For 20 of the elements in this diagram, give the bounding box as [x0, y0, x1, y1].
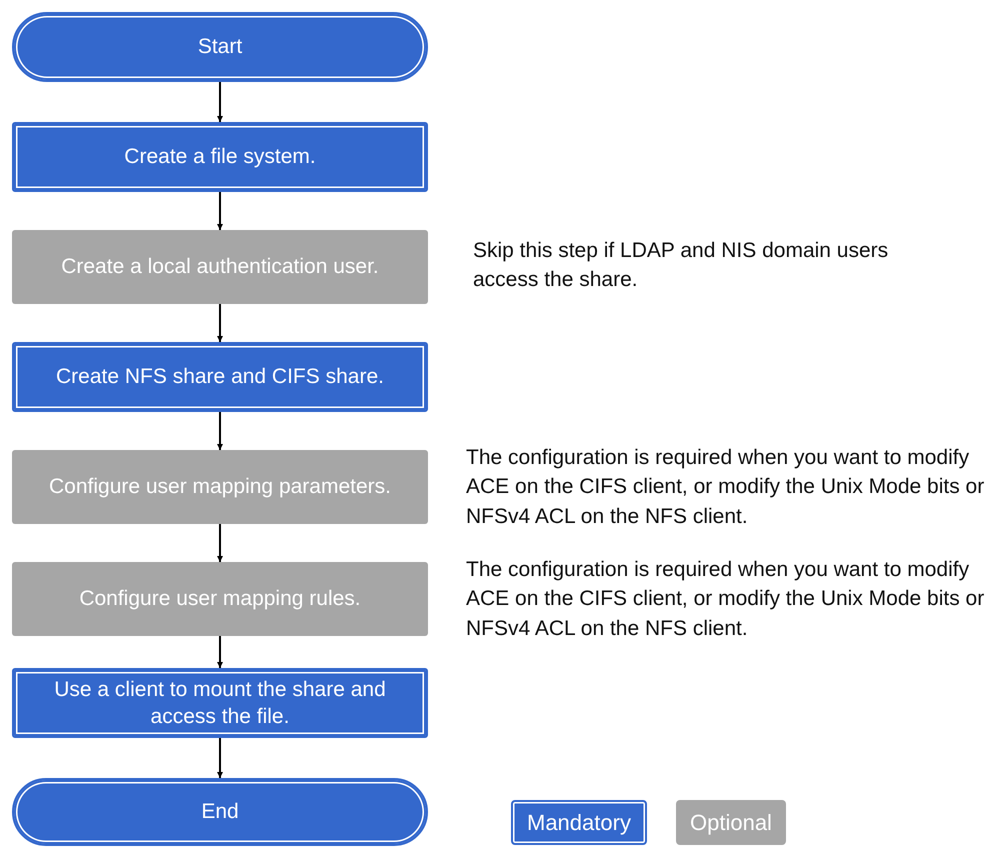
optional-process-box: Configure user mapping rules. [12, 562, 428, 636]
terminal-shape: End [12, 778, 428, 846]
optional-process-box: Configure user mapping parameters. [12, 450, 428, 524]
arrow [217, 524, 223, 562]
terminal-shape: Start [12, 12, 428, 82]
note-text: Skip this step if LDAP and NIS domain users access the share. [473, 238, 890, 294]
process-box: Create a file system. [12, 122, 428, 192]
legend-swatch: Mandatory [511, 800, 647, 845]
arrow [217, 738, 223, 778]
note-text: The configuration is required when you want to modify ACE on the CIFS client, or modify the Unix Mode bits or NFSv4 ACL on the NFS client. [466, 557, 986, 642]
legend-swatch: Optional [676, 800, 786, 845]
process-box: Create NFS share and CIFS share. [12, 342, 428, 412]
note-text: The configuration is required when you want to modify ACE on the CIFS client, or modify the Unix Mode bits or NFSv4 ACL on the NFS client. [466, 445, 986, 530]
process-box: Use a client to mount the share and access the file. [12, 668, 428, 738]
arrow [217, 82, 223, 122]
arrow [217, 636, 223, 668]
arrow [217, 304, 223, 342]
optional-process-box: Create a local authentication user. [12, 230, 428, 304]
arrow [217, 412, 223, 450]
arrow [217, 192, 223, 230]
